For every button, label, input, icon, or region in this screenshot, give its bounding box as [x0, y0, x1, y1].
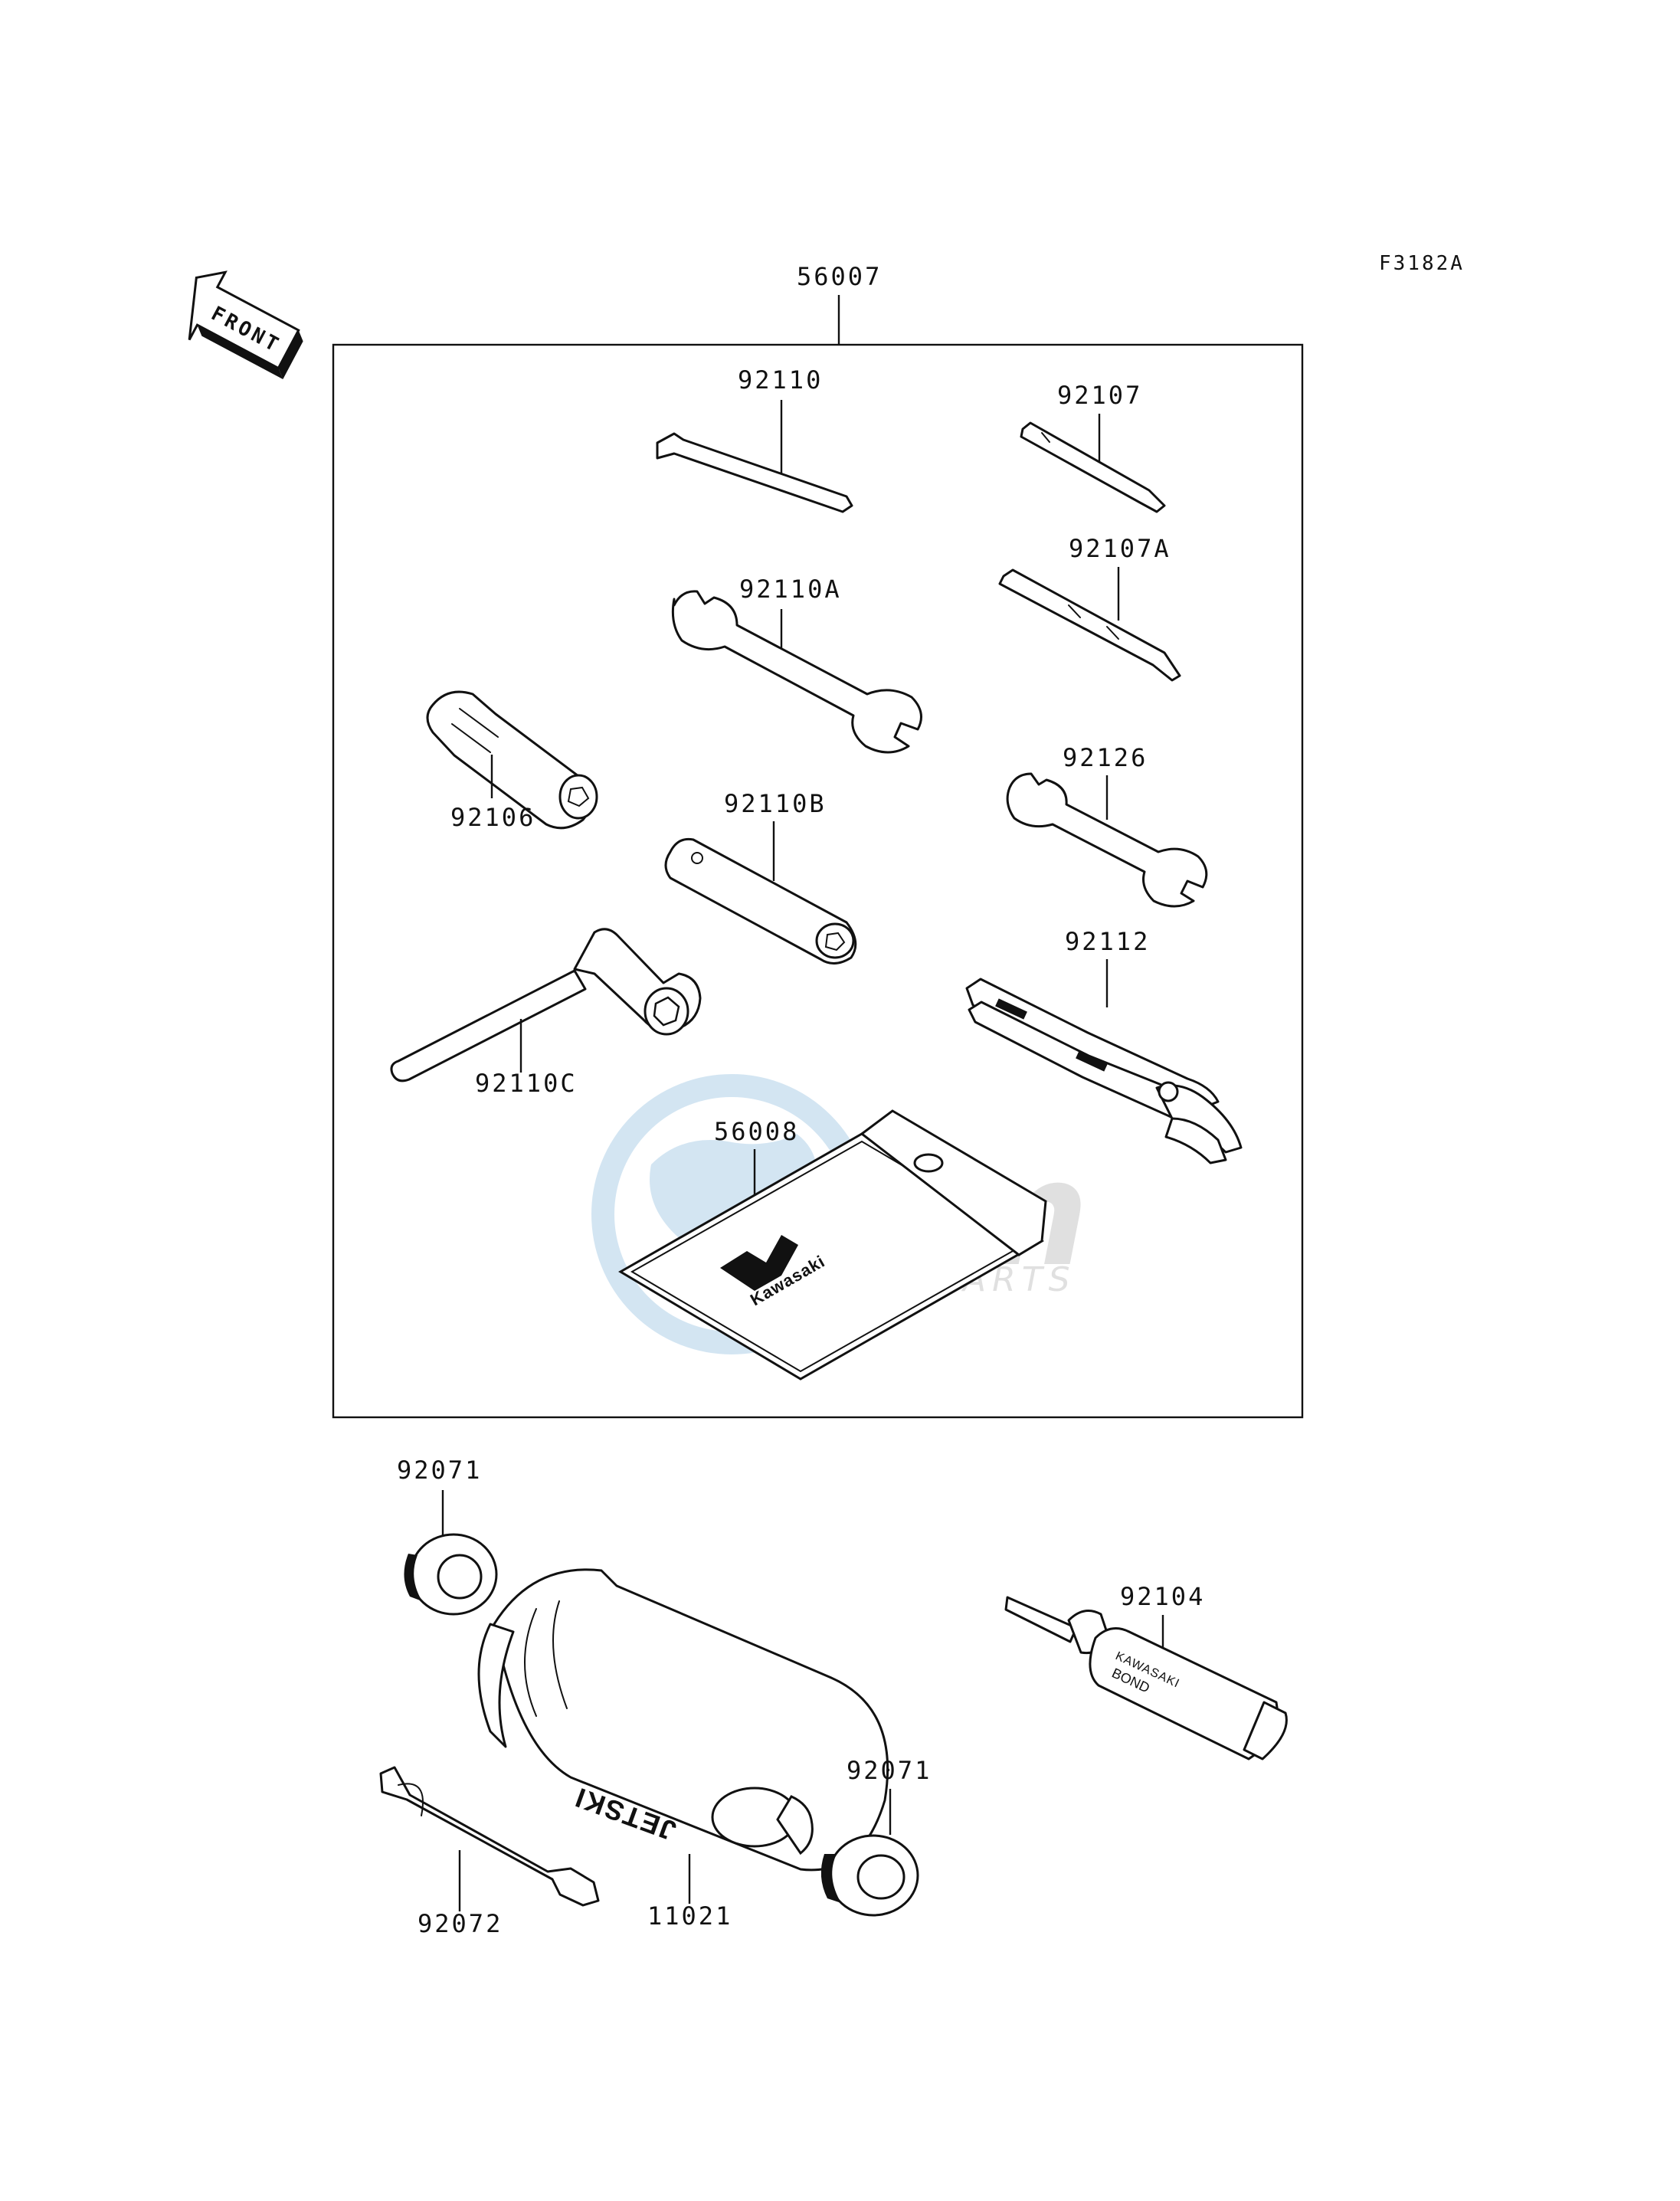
label-92126: 92126 — [1063, 743, 1148, 772]
wrench-92110A — [671, 590, 922, 754]
socket-bar-92110B — [664, 837, 857, 965]
clip-92072 — [379, 1766, 600, 1907]
diagram-code: F3182A — [1379, 252, 1465, 275]
label-92110: 92110 — [738, 365, 823, 395]
socket-92106 — [426, 690, 598, 830]
label-92106: 92106 — [450, 803, 535, 832]
tool-pouch-56008: Kawasaki — [618, 1109, 1047, 1381]
screwdriver-bit-92107 — [1020, 421, 1166, 513]
label-56008: 56008 — [714, 1117, 799, 1146]
canister-11021: JETSKI — [477, 1568, 889, 1872]
label-92107: 92107 — [1057, 381, 1142, 410]
label-92110B: 92110B — [724, 789, 827, 818]
washer-92071-b — [820, 1834, 919, 1917]
pliers-92112 — [965, 978, 1243, 1164]
washer-92071-a — [404, 1533, 498, 1616]
label-92072: 92072 — [418, 1909, 503, 1938]
label-92104: 92104 — [1120, 1582, 1205, 1611]
toolkit-frame — [332, 343, 1304, 1419]
label-92110C: 92110C — [475, 1069, 578, 1098]
label-92071-b: 92071 — [847, 1756, 932, 1785]
bond-tube-92104: KAWASAKI BOND — [1004, 1596, 1288, 1760]
front-arrow-icon: FRONT — [188, 270, 303, 379]
label-92071-a: 92071 — [397, 1456, 482, 1485]
socket-handle-92110C — [390, 928, 702, 1082]
label-11021: 11021 — [647, 1901, 732, 1931]
double-driver-92107A — [998, 568, 1181, 682]
label-92112: 92112 — [1065, 927, 1150, 956]
label-56007: 56007 — [797, 262, 882, 291]
hex-key-92110 — [656, 432, 853, 513]
wrench-92126 — [1006, 772, 1208, 908]
label-92110A: 92110A — [739, 575, 842, 604]
label-92107A: 92107A — [1069, 534, 1171, 563]
